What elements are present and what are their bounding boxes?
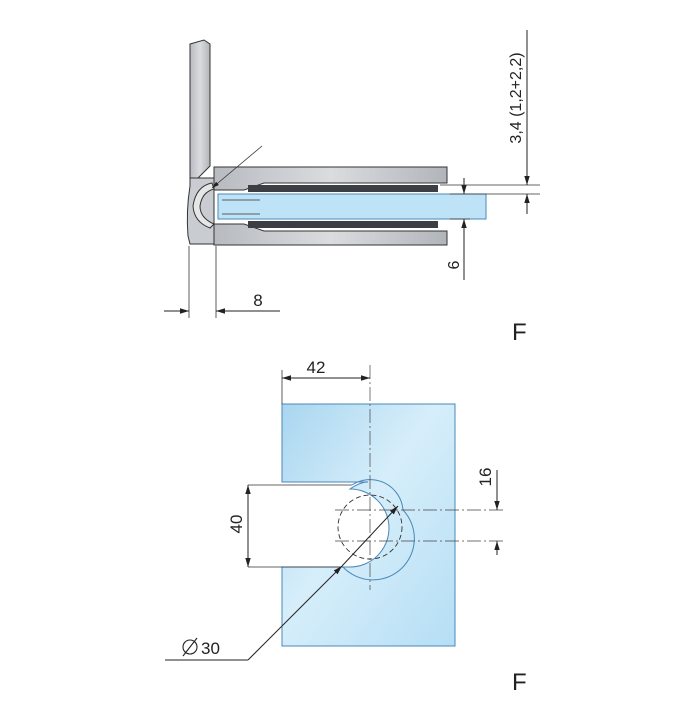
hole-arc	[342, 479, 415, 581]
view-label-front: F	[512, 669, 527, 696]
glass-plate-with-cutout	[281, 403, 456, 647]
dim-offset-label: 42	[307, 358, 326, 377]
clamp-lower-jaw	[213, 223, 448, 246]
vertical-hinge-leg	[189, 39, 211, 179]
diameter-symbol-icon	[182, 637, 198, 657]
dim-hole-offset-label: 16	[476, 468, 495, 487]
diameter-leader	[247, 565, 343, 661]
top-section-view: 8 6 3,4 (1,2+2,2) F	[164, 30, 540, 346]
gasket-leader	[211, 145, 263, 189]
gasket-strip-top	[248, 185, 438, 192]
glass-pane	[217, 193, 487, 220]
dim-slot-height-label: 40	[227, 515, 246, 534]
view-label-top: F	[512, 319, 527, 346]
dim-wall-label: 8	[253, 291, 262, 310]
dim-diameter-label: 30	[201, 639, 220, 658]
dim-glass-label: 6	[446, 260, 463, 269]
diameter-line	[341, 505, 399, 567]
clamp-upper-jaw	[213, 166, 448, 191]
gasket-strip-bottom	[248, 221, 438, 228]
front-glass-view: 42 40 16 30 F	[165, 358, 527, 696]
dim-gasket-label: 3,4 (1,2+2,2)	[508, 52, 525, 143]
